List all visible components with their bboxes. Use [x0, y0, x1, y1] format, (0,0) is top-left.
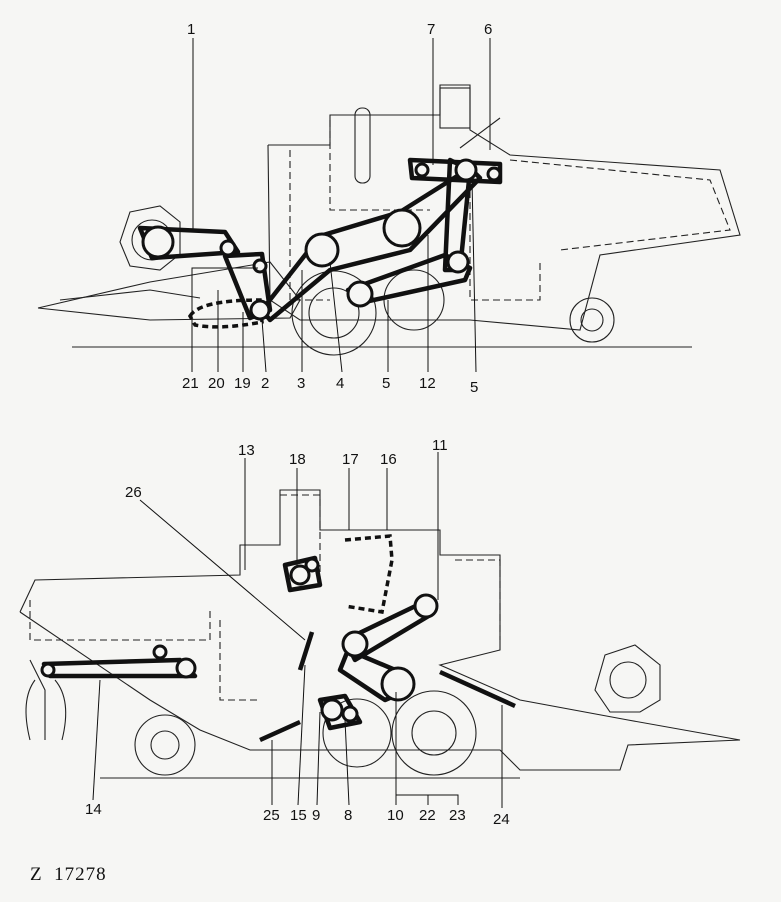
callout-7: 7	[427, 21, 435, 38]
pulley-lower-idler	[341, 705, 359, 723]
callout-24: 24	[493, 811, 510, 828]
callout-25: 25	[263, 807, 280, 824]
callout-17: 17	[342, 451, 359, 468]
leader-5b	[471, 179, 477, 373]
cab-hidden	[280, 494, 321, 580]
leader-14	[92, 679, 101, 801]
callout-4: 4	[336, 375, 344, 392]
header-detail	[59, 289, 201, 301]
pulley-engine	[382, 208, 422, 248]
exhaust-stack	[354, 107, 371, 184]
pulley-upper	[454, 158, 478, 182]
leader-22-23	[396, 794, 459, 805]
reel-octagon-bottom	[594, 644, 661, 713]
rear-wheel-hub-bottom	[150, 730, 180, 760]
pulley-upper-idler	[414, 162, 430, 178]
callout-1: 1	[187, 21, 195, 38]
leader-2	[261, 319, 267, 373]
callout-6: 6	[484, 21, 492, 38]
reel-octagon	[119, 205, 181, 271]
callout-21: 21	[182, 375, 199, 392]
body-outline	[267, 84, 741, 331]
leader-26	[139, 499, 306, 641]
figure-code: Z 17278	[30, 864, 107, 885]
callout-3: 3	[297, 375, 305, 392]
pulley-upper-right-bottom	[413, 593, 439, 619]
front-wheel-bottom	[322, 698, 392, 768]
unloader-spout	[459, 117, 501, 149]
sieve-25	[259, 719, 301, 743]
callout-11: 11	[432, 437, 448, 454]
callout-16: 16	[380, 451, 397, 468]
main-drive-belt	[259, 165, 483, 323]
callout-19: 19	[234, 375, 251, 392]
engine-hidden	[455, 559, 501, 640]
callout-14: 14	[85, 801, 102, 818]
callout-8: 8	[344, 807, 352, 824]
leader-15	[297, 664, 306, 806]
rear-wheel-bottom	[134, 714, 196, 776]
tank-hidden	[29, 600, 211, 641]
pulley-lower	[346, 280, 374, 308]
pulley-walker-idler	[152, 644, 168, 660]
rear-wheel	[569, 297, 615, 343]
sieve-26	[297, 631, 315, 671]
straw-walker-belt	[41, 657, 198, 679]
callout-12: 12	[419, 375, 436, 392]
pulley-large	[380, 666, 416, 702]
body-hidden-2	[329, 120, 430, 211]
grain-tank-hidden	[509, 159, 731, 251]
pulley-mid	[341, 630, 369, 658]
leader-9	[316, 711, 321, 806]
callout-23: 23	[449, 807, 466, 824]
pulley-cylinder	[304, 232, 340, 268]
pulley-upper-right	[486, 166, 502, 182]
callout-2: 2	[261, 375, 269, 392]
callout-5: 5	[382, 375, 390, 392]
pulley-cab-idler	[304, 557, 320, 573]
leader-21	[191, 267, 258, 372]
drive-wheel-bottom	[391, 690, 477, 776]
front-wheel-left-hub	[308, 287, 360, 339]
callout-15: 15	[290, 807, 307, 824]
chaff-hidden	[219, 620, 260, 701]
sieve-24	[439, 669, 516, 709]
drive-wheel-hub-bottom	[411, 710, 457, 756]
rear-wheel-hub	[580, 308, 604, 332]
pulley-idler-2	[252, 258, 268, 274]
hidden-upper-belt	[344, 534, 394, 614]
callout-20: 20	[208, 375, 225, 392]
cab-window	[439, 87, 471, 129]
body-hidden-1	[289, 150, 330, 301]
callout-13: 13	[238, 442, 255, 459]
leader-8	[344, 719, 350, 806]
callout-9: 9	[312, 807, 320, 824]
front-wheel-right	[383, 269, 445, 331]
callout-18: 18	[289, 451, 306, 468]
pulley-walker	[40, 662, 56, 678]
pulley-cab	[289, 564, 311, 586]
callout-10: 10	[387, 807, 404, 824]
spreader	[25, 679, 67, 741]
pulley-idler-1	[219, 239, 237, 257]
pulley-reel	[141, 225, 175, 259]
rear-hidden	[469, 180, 541, 301]
cab-drive-belt	[282, 555, 323, 593]
pulley-walker-right	[175, 657, 197, 679]
callout-5-rear: 5	[470, 379, 478, 396]
callout-22: 22	[419, 807, 436, 824]
top-combine-view: 1 7 6 21 20 19 2 3 4 5 12 5	[37, 21, 741, 396]
bottom-combine-view: 13 18 17 16 11 26 14 25 15 9 8 10 22 23 …	[19, 437, 741, 828]
pulley-fan	[446, 250, 470, 274]
reel-hub-bottom	[609, 661, 647, 699]
pulley-lower-bottom	[320, 698, 344, 722]
pulley-header	[249, 299, 271, 321]
body-outline-bottom	[19, 489, 741, 771]
callout-26: 26	[125, 484, 142, 501]
leader-4	[329, 261, 343, 373]
spreader-arm	[29, 659, 46, 740]
